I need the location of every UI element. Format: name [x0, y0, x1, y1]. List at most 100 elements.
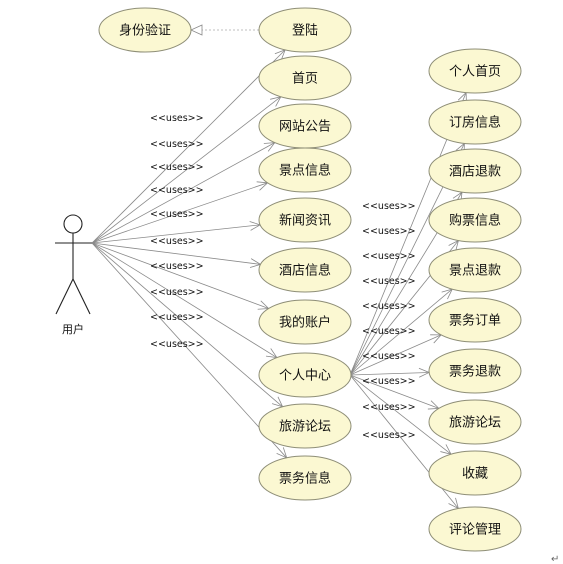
usecase-main-5-shape: [258, 197, 352, 243]
usecase-center-1-label: 个人首页: [449, 65, 501, 80]
uses-label-right-4: <<uses>>: [362, 276, 416, 287]
usecase-main-3: 网站公告: [258, 103, 352, 149]
usecase-main-10-label: 票务信息: [279, 471, 331, 487]
usecase-center-10: 评论管理: [428, 506, 522, 552]
edge-user-to-usecase-3-line: [91, 142, 275, 244]
usecase-center-6-label: 票务订单: [449, 313, 501, 329]
edge-center-to-subcase-5-line: [349, 288, 453, 376]
usecase-main-9-label: 旅游论坛: [279, 420, 331, 435]
usecase-center-9-shape: [428, 450, 522, 496]
usecase-center-6: 票务订单: [428, 297, 522, 343]
uses-label-right-1: <<uses>>: [362, 201, 416, 212]
uses-label-right-5: <<uses>>: [362, 301, 416, 312]
usecase-main-5-label: 新闻资讯: [279, 213, 331, 229]
usecase-center-5-label: 景点退款: [449, 264, 501, 279]
edge-center-to-subcase-6-line: [349, 334, 442, 376]
usecase-center-10-label: 评论管理: [449, 523, 501, 538]
usecase-main-2-label: 首页: [292, 72, 318, 87]
usecase-main-1-label: 登陆: [292, 23, 318, 39]
usecase-center-10-shape: [428, 506, 522, 552]
uses-label-right-8: <<uses>>: [362, 376, 416, 387]
usecase-center-4: 购票信息: [428, 197, 522, 243]
usecase-center-2-shape: [428, 99, 522, 145]
uses-label-right-9: <<uses>>: [362, 402, 416, 413]
edge-user-to-usecase-4-line: [91, 182, 268, 244]
usecase-center-3: 酒店退款: [428, 148, 522, 194]
uses-label-left-2: <<uses>>: [150, 139, 204, 150]
usecase-center-9-label: 收藏: [462, 467, 488, 482]
edge-user-to-usecase-5-line: [91, 224, 261, 244]
usecase-main-7-shape: [258, 299, 352, 345]
usecase-main-6-shape: [258, 247, 352, 293]
edge-user-to-usecase-1-line: [91, 49, 286, 244]
actor-user: 用户: [55, 214, 92, 336]
usecase-main-6: 酒店信息: [258, 247, 352, 293]
usecase-main-4-shape: [258, 147, 352, 193]
usecase-main-1: 登陆: [258, 7, 352, 53]
uses-label-left-8: <<uses>>: [150, 287, 204, 298]
usecase-center-3-shape: [428, 148, 522, 194]
uses-label-left-10: <<uses>>: [150, 339, 204, 350]
uses-label-left-6: <<uses>>: [150, 236, 204, 247]
uses-label-left-3: <<uses>>: [150, 162, 204, 173]
usecase-center-7: 票务退款: [428, 348, 522, 394]
edge-center-to-subcase-9-line: [349, 374, 452, 455]
usecase-center-1-shape: [428, 48, 522, 94]
usecase-center-6-shape: [428, 297, 522, 343]
uses-label-right-7: <<uses>>: [362, 351, 416, 362]
edge-center-to-subcase-8-line: [349, 374, 439, 409]
edge-user-to-usecase-6-line: [91, 242, 261, 265]
uses-label-right-2: <<uses>>: [362, 226, 416, 237]
uses-label-left-5: <<uses>>: [150, 209, 204, 220]
usecase-center-4-label: 购票信息: [449, 213, 501, 229]
edge-user-to-usecase-9-line: [91, 242, 283, 408]
usecase-center-7-shape: [428, 348, 522, 394]
usecase-center-7-label: 票务退款: [449, 364, 501, 380]
usecase-main-10: 票务信息: [258, 455, 352, 501]
usecase-main-6-label: 酒店信息: [279, 263, 331, 279]
usecase-main-3-label: 网站公告: [279, 120, 331, 135]
uses-label-left-9: <<uses>>: [150, 312, 204, 323]
usecase-center-8: 旅游论坛: [428, 399, 522, 445]
usecase-main-8-label: 个人中心: [279, 369, 331, 384]
usecase-center-2: 订房信息: [428, 99, 522, 145]
usecase-center-5-shape: [428, 247, 522, 293]
uses-label-left-1: <<uses>>: [150, 113, 204, 124]
edge-center-to-subcase-7-line: [349, 372, 430, 376]
usecase-main-2-shape: [258, 55, 352, 101]
use-case-nodes: 身份验证 登陆首页网站公告景点信息新闻资讯酒店信息我的账户个人中心旅游论坛票务信息…: [98, 7, 522, 552]
usecase-center-3-label: 酒店退款: [449, 165, 501, 180]
usecase-center-5: 景点退款: [428, 247, 522, 293]
usecase-center-2-label: 订房信息: [449, 115, 501, 131]
edge-user-to-usecase-2-line: [91, 96, 282, 244]
edge-login-to-auth-arrowhead: [190, 24, 203, 36]
usecase-main-8-shape: [258, 352, 352, 398]
usecase-main-7: 我的账户: [258, 299, 352, 345]
edge-user-to-usecase-10-line: [91, 242, 288, 459]
actor-head: [63, 214, 83, 234]
usecase-main-4: 景点信息: [258, 147, 352, 193]
edge-user-to-usecase-8-line: [91, 242, 278, 358]
uses-label-right-6: <<uses>>: [362, 326, 416, 337]
actor-label: 用户: [62, 322, 84, 336]
edge-user-to-usecase-7-line: [91, 242, 269, 309]
uses-label-right-10: <<uses>>: [362, 430, 416, 441]
usecase-main-5: 新闻资讯: [258, 197, 352, 243]
usecase-main-10-shape: [258, 455, 352, 501]
usecase-main-1-shape: [258, 7, 352, 53]
usecase-main-8: 个人中心: [258, 352, 352, 398]
uses-label-right-3: <<uses>>: [362, 251, 416, 262]
uses-label-left-4: <<uses>>: [150, 185, 204, 196]
usecase-auth-shape: [98, 7, 192, 53]
usecase-center-8-label: 旅游论坛: [449, 416, 501, 431]
uses-label-left-7: <<uses>>: [150, 261, 204, 272]
usecase-main-9: 旅游论坛: [258, 403, 352, 449]
usecase-auth-label: 身份验证: [119, 23, 171, 39]
usecase-main-2: 首页: [258, 55, 352, 101]
usecase-center-9: 收藏: [428, 450, 522, 496]
actor-right-leg: [72, 278, 91, 315]
usecase-main-9-shape: [258, 403, 352, 449]
paragraph-mark: ↵: [551, 554, 559, 564]
usecase-center-8-shape: [428, 399, 522, 445]
uses-stereotype-labels: <<uses>> <<uses>> <<uses>> <<uses>> <<uses>>…: [150, 113, 416, 441]
